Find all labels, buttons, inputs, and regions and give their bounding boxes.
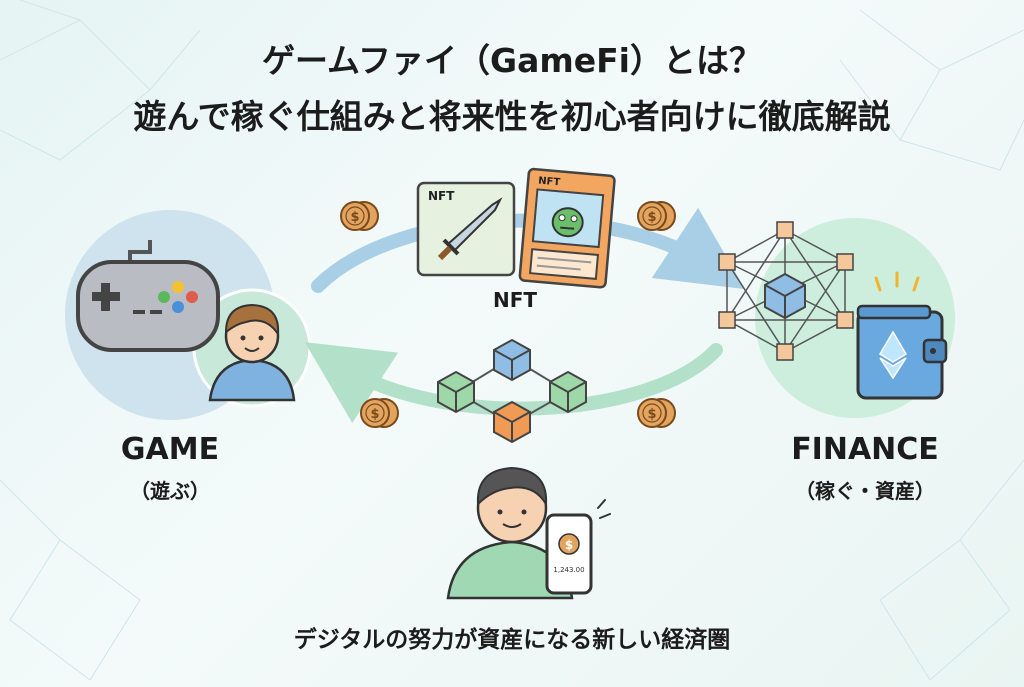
monster-card-icon [551,207,584,238]
coin-right-top-icon: $ [637,201,676,231]
ethereum-icon [878,330,908,380]
finance-sublabel: （稼ぐ・資産） [795,479,935,503]
game-sublabel: （遊ぶ） [130,479,210,503]
blockchain-network-icon [718,221,854,361]
footer-caption: デジタルの努力が資産になる新しい経済圏 [293,627,731,653]
finance-label: FINANCE [791,432,939,467]
sword-card-tag: NFT [428,189,455,203]
smartphone-icon: $ 1,243.00 [545,499,611,595]
cube-green-right [549,370,587,414]
coin-symbol: $ [350,210,359,225]
title-line-2: 遊んで稼ぐ仕組みと将来性を初心者向けに徹底解説 [133,97,891,136]
cube-blue [493,338,531,382]
nft-center-label: NFT [492,288,538,312]
cube-green-left [437,370,475,414]
person-with-phone: $ 1,243.00 [446,466,611,600]
title-line-1: ゲームファイ（GameFi）とは？ [261,41,762,80]
nft-monster-card: NFT [518,167,616,289]
coin-left-bottom-icon: $ [360,398,399,428]
cube-orange [493,400,531,444]
nft-sword-card: NFT [416,181,516,277]
blockchain-cubes [437,338,587,444]
coin-left-top-icon: $ [340,201,379,231]
coin-icon: $ $ $ $ [340,201,676,428]
game-controller-icon [76,240,220,352]
game-label: GAME [120,432,220,467]
sword-icon [437,197,503,261]
coin-symbol: $ [647,407,656,422]
monster-card-tag: NFT [538,175,561,188]
coin-symbol: $ [647,210,656,225]
coin-symbol: $ [370,407,379,422]
phone-coin-symbol: $ [565,538,573,552]
phone-balance: 1,243.00 [553,566,584,574]
coin-right-bottom-icon: $ [637,398,676,428]
crypto-wallet-icon [856,271,948,400]
player-avatar-icon [208,303,296,402]
